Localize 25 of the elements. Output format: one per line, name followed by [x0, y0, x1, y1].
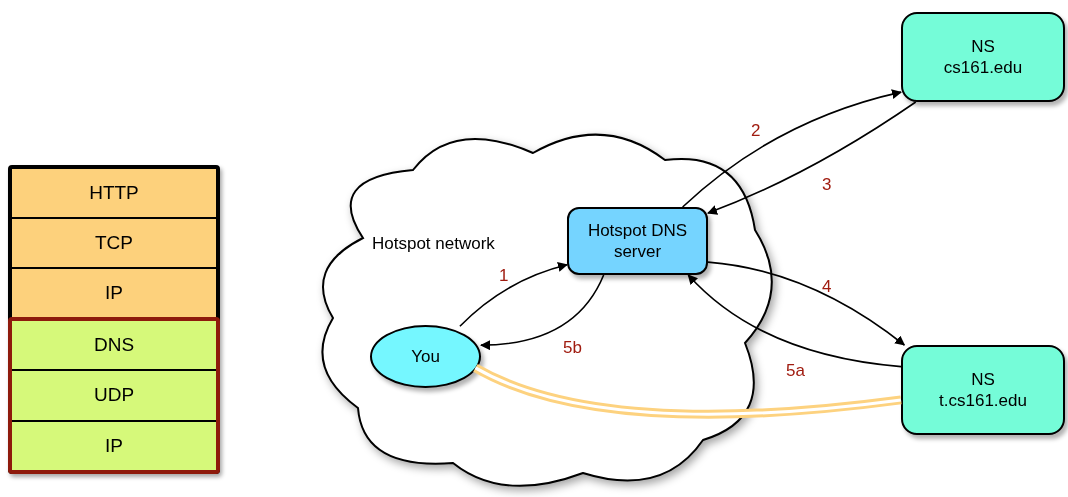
double-line-connector — [473, 363, 902, 419]
protocol-stack — [8, 165, 220, 474]
dns-stack-box — [8, 317, 220, 474]
arrow — [459, 262, 568, 328]
name-server-box: NS t.cs161.edu — [901, 345, 1065, 435]
protocol-layer: DNS — [12, 321, 216, 372]
edge-label: 5b — [563, 337, 582, 359]
edge-label: 5a — [786, 360, 805, 382]
server-box: Hotspot DNS server — [567, 207, 708, 275]
edge-label: 3 — [822, 174, 832, 196]
protocol-layer: IP — [12, 269, 216, 317]
protocol-layer: UDP — [12, 371, 216, 422]
arrow — [707, 261, 906, 346]
protocol-layer: HTTP — [12, 169, 216, 219]
name-server-box: NS cs161.edu — [901, 12, 1065, 102]
arrow — [681, 89, 902, 208]
arrow — [687, 274, 902, 368]
protocol-layer: IP — [12, 421, 216, 470]
edge-label: 1 — [499, 265, 509, 287]
arrow — [480, 274, 605, 350]
network-label: Hotspot network — [372, 233, 495, 255]
edge-label: 2 — [751, 120, 761, 142]
edge-label: 4 — [822, 276, 832, 298]
protocol-layer: TCP — [12, 219, 216, 269]
arrow — [707, 101, 917, 215]
